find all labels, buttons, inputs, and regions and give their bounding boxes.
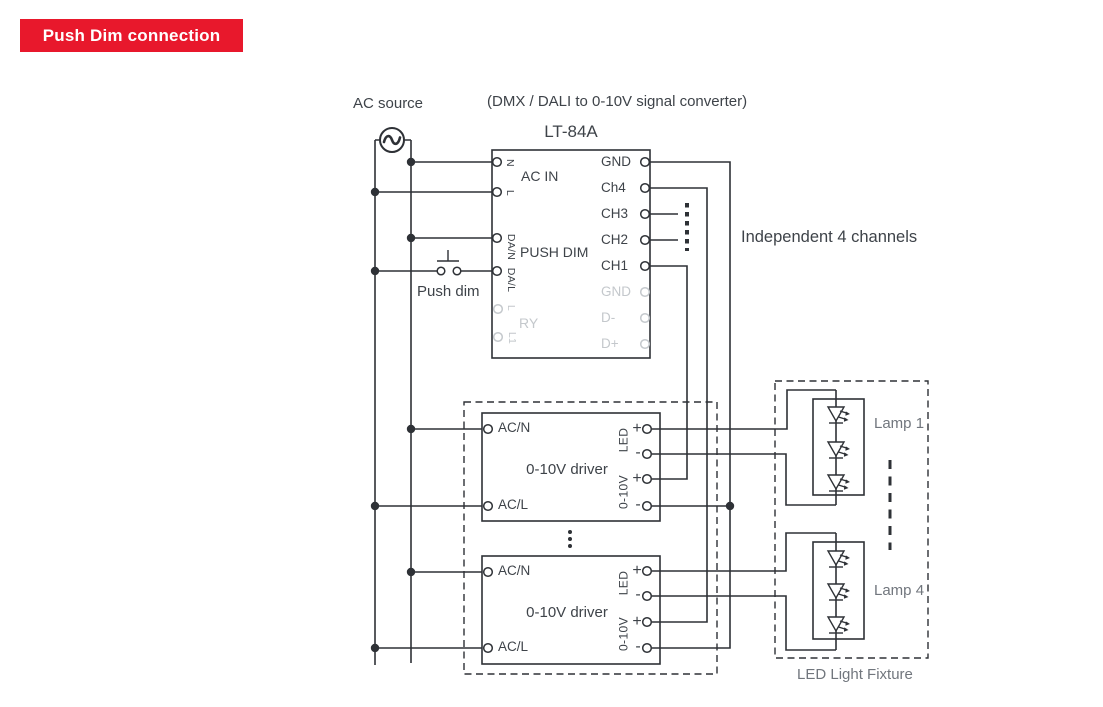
dashed-enclosures xyxy=(463,380,929,675)
driver2-dim-minus-sign: - xyxy=(635,638,641,656)
wire-d1-led-plus xyxy=(652,389,836,430)
inactive-terminals xyxy=(492,286,651,350)
lamp1-leds xyxy=(826,406,850,492)
driver1-pin-acn: AC/N xyxy=(498,420,531,435)
ac-source-label: AC source xyxy=(353,95,424,112)
drivers-ellipsis-icon xyxy=(568,530,572,548)
driver2-box xyxy=(481,555,661,665)
terminals xyxy=(436,156,653,654)
driver2-led-minus-sign: - xyxy=(635,586,641,604)
pin-d-minus: D- xyxy=(601,310,616,325)
pin-ch2: CH2 xyxy=(601,232,629,247)
lamp4-label: Lamp 4 xyxy=(874,582,925,599)
driver2-name: 0-10V driver xyxy=(526,604,608,621)
group-ac-in: AC IN xyxy=(521,168,559,184)
pin-ry-l1: L1 xyxy=(505,331,518,345)
wire-d2-led-minus xyxy=(652,595,836,651)
led-icon xyxy=(826,441,850,459)
driver2-dim-plus-sign: + xyxy=(632,613,642,631)
driver1-dim-group: 0-10V xyxy=(616,474,631,510)
led-icon xyxy=(826,616,850,634)
driver1-dim-plus-sign: + xyxy=(632,470,642,488)
wire-d2-led-plus xyxy=(652,532,836,572)
junction-dots xyxy=(370,157,735,653)
pin-l: L xyxy=(503,189,516,197)
pin-ch4: Ch4 xyxy=(601,180,626,195)
converter-subtitle: (DMX / DALI to 0-10V signal converter) xyxy=(487,93,748,110)
pin-ch1: CH1 xyxy=(601,258,629,273)
pin-gnd-gray: GND xyxy=(601,284,631,299)
led-icon xyxy=(826,550,850,568)
fixture-enclosure xyxy=(774,380,929,659)
led-icon xyxy=(826,474,850,492)
driver1-name: 0-10V driver xyxy=(526,461,608,478)
pin-da-l: DA/L xyxy=(504,267,517,293)
wire-ch1 xyxy=(649,265,688,480)
converter-box xyxy=(491,149,651,359)
section-banner: Push Dim connection xyxy=(20,19,243,52)
driver2-led-plus-sign: + xyxy=(632,562,642,580)
pin-d-plus: D+ xyxy=(601,336,619,351)
section-banner-label: Push Dim connection xyxy=(42,25,221,45)
driver2-led-group: LED xyxy=(616,570,631,596)
led-icon xyxy=(826,406,850,424)
driver1-led-plus-sign: + xyxy=(632,420,642,438)
driver2-pin-acn: AC/N xyxy=(498,563,531,578)
component-boxes xyxy=(481,149,865,665)
converter-title: LT-84A xyxy=(544,122,598,141)
lamp4-leds xyxy=(826,550,850,634)
pin-ry-l: L xyxy=(504,304,517,312)
lamp1-box xyxy=(812,398,865,496)
wire-d1-led-minus xyxy=(652,453,836,506)
driver2-pin-acl: AC/L xyxy=(498,639,529,654)
driver2-dim-group: 0-10V xyxy=(616,616,631,652)
lamp1-label: Lamp 1 xyxy=(874,415,925,432)
driver1-led-minus-sign: - xyxy=(635,444,641,462)
push-dim-switch-label: Push dim xyxy=(417,283,480,300)
ac-source-icon xyxy=(379,127,405,153)
driver1-led-group: LED xyxy=(616,427,631,453)
led-icon xyxy=(826,583,850,601)
driver1-pin-acl: AC/L xyxy=(498,497,529,512)
push-button-icon xyxy=(437,250,459,262)
pin-ch3: CH3 xyxy=(601,206,629,221)
annotation-independent-channels: Independent 4 channels xyxy=(741,228,918,246)
wire-ch4 xyxy=(649,187,708,623)
pin-gnd: GND xyxy=(601,154,631,169)
driver1-dim-minus-sign: - xyxy=(635,496,641,514)
group-ry: RY xyxy=(519,315,539,331)
wire-gnd xyxy=(649,161,731,649)
driver1-box xyxy=(481,412,661,522)
fixture-label: LED Light Fixture xyxy=(797,666,913,683)
pin-n: N xyxy=(503,159,516,167)
pin-da-n: DA/N xyxy=(504,233,517,261)
group-push-dim: PUSH DIM xyxy=(520,244,589,260)
lamp4-box xyxy=(812,541,865,640)
driver-enclosure xyxy=(463,401,718,675)
